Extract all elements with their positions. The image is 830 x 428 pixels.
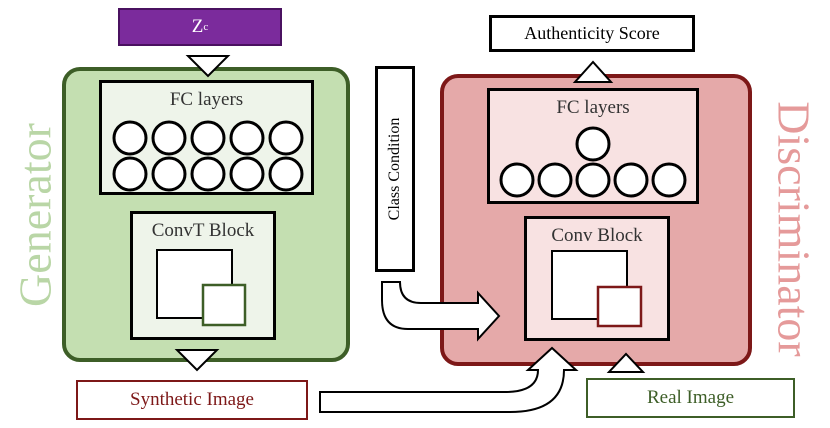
generator-neuron xyxy=(268,120,304,156)
z-input-label: Z xyxy=(191,16,204,37)
real-image-up-arrow xyxy=(606,352,646,373)
class-condition-box: Class Condition xyxy=(375,66,415,272)
generator-neuron xyxy=(151,120,187,156)
authenticity-score-label: Authenticity Score xyxy=(524,23,660,43)
discriminator-fc-label: FC layers xyxy=(556,97,630,118)
discriminator-conv-label: Conv Block xyxy=(551,225,643,246)
z-down-arrow xyxy=(185,55,231,78)
generator-neuron xyxy=(229,120,265,156)
generator-neurons xyxy=(112,120,304,192)
discriminator-neuron xyxy=(575,126,611,162)
generator-output-arrow xyxy=(174,349,220,372)
class-condition-arrow xyxy=(381,281,501,342)
discriminator-neuron xyxy=(613,162,649,198)
generator-conv-label: ConvT Block xyxy=(151,220,255,241)
synthetic-image-label: Synthetic Image xyxy=(130,389,254,410)
generator-neuron xyxy=(190,120,226,156)
real-image-label: Real Image xyxy=(646,387,735,408)
real-image-box: Real Image xyxy=(586,378,795,418)
generator-neuron xyxy=(112,120,148,156)
discriminator-neuron xyxy=(651,162,687,198)
generator-neuron xyxy=(190,156,226,192)
generator-neuron xyxy=(112,156,148,192)
generator-fc-label: FC layers xyxy=(169,89,244,110)
discriminator-neurons xyxy=(499,126,687,198)
generator-output-map xyxy=(201,283,247,327)
generator-neuron xyxy=(151,156,187,192)
discriminator-neuron xyxy=(575,162,611,198)
synthetic-image-arrow xyxy=(319,346,579,413)
authenticity-score-box: Authenticity Score xyxy=(489,15,695,52)
discriminator-input-map xyxy=(596,285,643,328)
generator-neuron xyxy=(268,156,304,192)
synthetic-image-box: Synthetic Image xyxy=(76,380,308,420)
discriminator-neuron xyxy=(499,162,535,198)
generator-neuron xyxy=(229,156,265,192)
score-up-arrow xyxy=(572,60,614,83)
discriminator-neuron xyxy=(537,162,573,198)
z-input-subscript: c xyxy=(203,21,209,33)
